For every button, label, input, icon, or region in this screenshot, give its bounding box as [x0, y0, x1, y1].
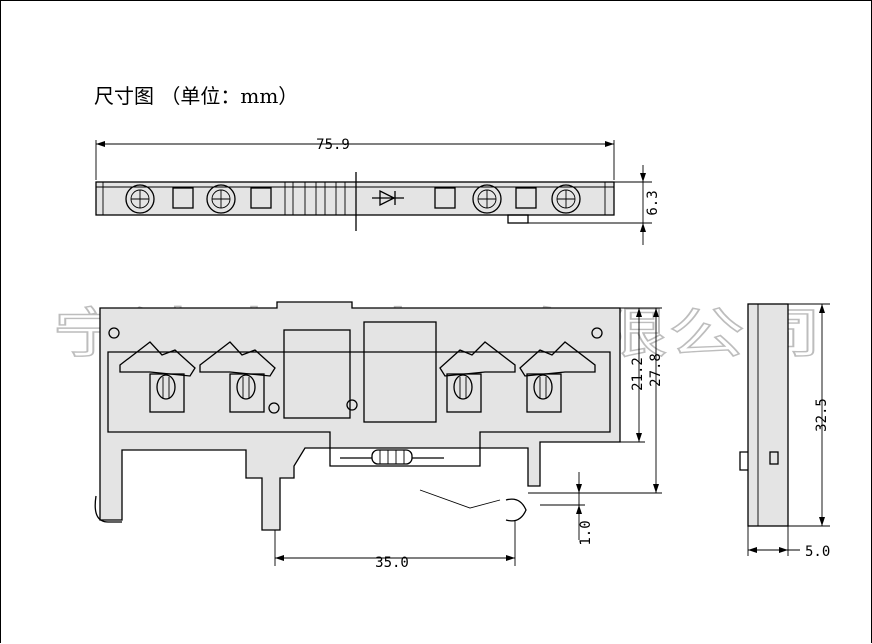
clamp-1: [149, 373, 185, 413]
dim-top-height: 6.3: [645, 190, 661, 215]
rail-width-dim: 35.0: [274, 520, 516, 571]
clamp-3: [446, 373, 482, 413]
front-view: [94, 301, 621, 531]
top-screw-4: [551, 184, 581, 214]
resistor-icon: [340, 449, 444, 465]
diode-icon: [372, 189, 404, 207]
dim-rail-offset: 1.0: [578, 520, 594, 545]
top-screw-1: [125, 184, 155, 214]
drawing-title: 尺寸图 （单位：mm）: [94, 84, 298, 108]
clamp-2: [229, 373, 265, 413]
top-screw-3: [472, 184, 502, 214]
top-view: 75.9: [95, 137, 661, 245]
dim-side-height: 32.5: [814, 398, 830, 432]
side-view: 32.5 5.0: [739, 303, 830, 560]
rail-offset-dim: 1.0: [528, 472, 594, 546]
clamp-4: [526, 373, 562, 413]
dim-side-width: 5.0: [805, 544, 830, 560]
dim-height-outer: 27.8: [648, 353, 664, 387]
dim-height-inner: 21.2: [630, 357, 646, 391]
dim-total-length: 75.9: [316, 137, 350, 153]
front-height-dims: 21.2 27.8: [540, 307, 664, 494]
top-screw-2: [206, 184, 236, 214]
dim-rail-width: 35.0: [375, 555, 409, 571]
